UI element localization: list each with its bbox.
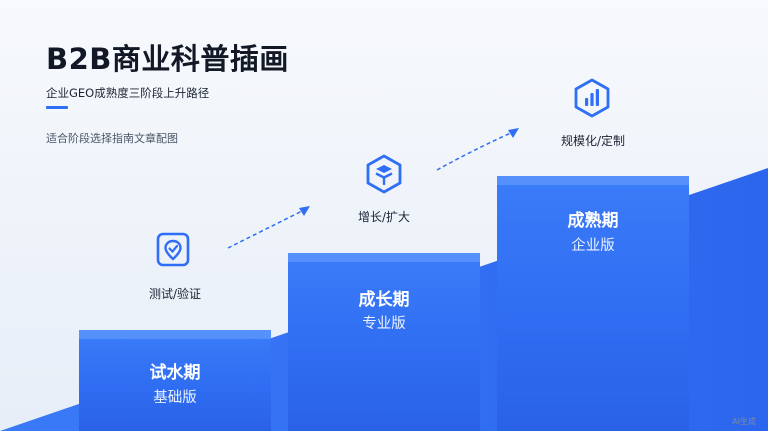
title-accent-bar — [46, 106, 68, 109]
stage-name: 成长期 — [358, 290, 410, 310]
stage-block-3: 成熟期 企业版 — [497, 176, 689, 431]
stage-block-1: 试水期 基础版 — [79, 330, 271, 431]
progress-arrow-2 — [436, 128, 519, 171]
stack-hexagon-icon — [366, 154, 402, 194]
stage-version: 专业版 — [362, 316, 406, 332]
location-pin-icon — [156, 232, 190, 267]
page-subtitle: 企业GEO成熟度三阶段上升路径 — [46, 86, 210, 100]
stage-version: 基础版 — [153, 390, 197, 406]
ai-watermark: AI生成 — [732, 417, 756, 426]
page-title: B2B商业科普插画 — [46, 42, 289, 76]
stage-name: 试水期 — [149, 363, 201, 383]
progress-arrow-1 — [227, 206, 310, 249]
stage-label-3: 规模化/定制 — [560, 134, 626, 148]
stage-version: 企业版 — [571, 238, 615, 254]
stage-label-1: 测试/验证 — [148, 287, 202, 301]
bar-chart-icon — [574, 78, 610, 118]
stage-name: 成熟期 — [567, 211, 619, 231]
stage-label-2: 增长/扩大 — [357, 210, 411, 224]
usage-note: 适合阶段选择指南文章配图 — [46, 132, 178, 145]
stage-block-2: 成长期 专业版 — [288, 253, 480, 431]
